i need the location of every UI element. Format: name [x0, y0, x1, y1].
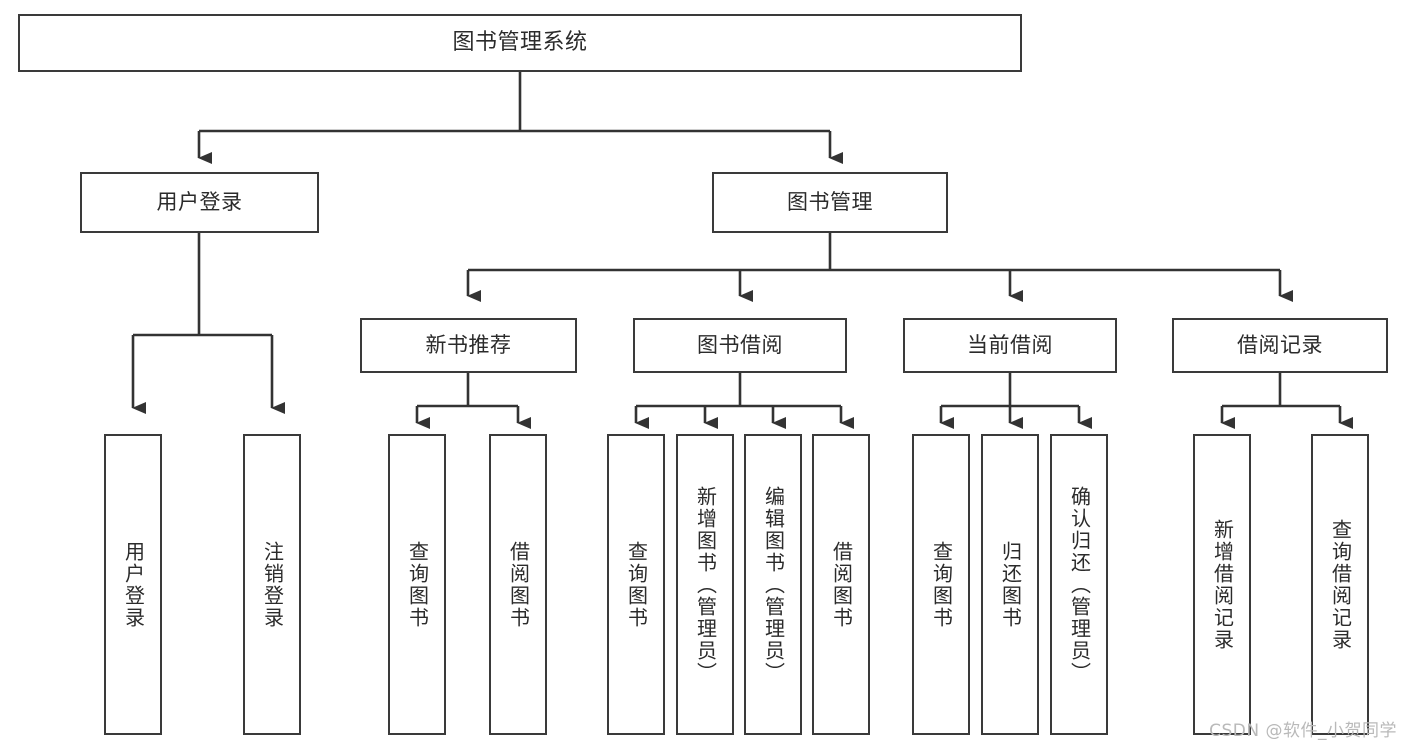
leaf-records-add-record[interactable]: 新增借阅记录 [1193, 434, 1251, 735]
node-label: 查询图书 [624, 540, 649, 629]
node-user-login[interactable]: 用户登录 [80, 172, 319, 233]
node-label: 归还图书 [998, 540, 1023, 629]
node-label: 图书管理 [787, 190, 873, 215]
leaf-user-login[interactable]: 用户登录 [104, 434, 162, 735]
leaf-records-query-record[interactable]: 查询借阅记录 [1311, 434, 1369, 735]
node-label: 注销登录 [260, 540, 285, 629]
csdn-watermark: CSDN @软件_小贺同学 [1209, 721, 1397, 741]
node-label: 编辑图书（管理员） [761, 485, 786, 684]
node-current-borrow[interactable]: 当前借阅 [903, 318, 1117, 373]
node-root-book-management-system[interactable]: 图书管理系统 [18, 14, 1022, 72]
leaf-borrow-query-book[interactable]: 查询图书 [607, 434, 665, 735]
leaf-current-query-book[interactable]: 查询图书 [912, 434, 970, 735]
node-book-management[interactable]: 图书管理 [712, 172, 948, 233]
node-label: 图书管理系统 [452, 30, 588, 56]
leaf-borrow-add-book-admin[interactable]: 新增图书（管理员） [676, 434, 734, 735]
node-label: 查询图书 [405, 540, 430, 629]
leaf-recommend-borrow-book[interactable]: 借阅图书 [489, 434, 547, 735]
node-label: 当前借阅 [967, 333, 1053, 358]
leaf-user-logout[interactable]: 注销登录 [243, 434, 301, 735]
node-label: 借阅记录 [1237, 333, 1323, 358]
leaf-current-confirm-return-admin[interactable]: 确认归还（管理员） [1050, 434, 1108, 735]
node-label: 借阅图书 [829, 540, 854, 629]
node-label: 新增借阅记录 [1210, 518, 1235, 651]
node-label: 新增图书（管理员） [693, 485, 718, 684]
leaf-recommend-query-book[interactable]: 查询图书 [388, 434, 446, 735]
leaf-borrow-borrow-book[interactable]: 借阅图书 [812, 434, 870, 735]
leaf-borrow-edit-book-admin[interactable]: 编辑图书（管理员） [744, 434, 802, 735]
node-label: 查询借阅记录 [1328, 518, 1353, 651]
node-label: 借阅图书 [506, 540, 531, 629]
node-label: 用户登录 [121, 540, 146, 629]
node-label: 新书推荐 [425, 333, 512, 358]
node-label: 查询图书 [929, 540, 954, 629]
node-label: 确认归还（管理员） [1067, 485, 1092, 684]
node-label: 图书借阅 [697, 333, 783, 358]
node-new-book-recommend[interactable]: 新书推荐 [360, 318, 577, 373]
node-label: 用户登录 [156, 190, 243, 215]
node-borrow-records[interactable]: 借阅记录 [1172, 318, 1388, 373]
node-book-borrow[interactable]: 图书借阅 [633, 318, 847, 373]
leaf-current-return-book[interactable]: 归还图书 [981, 434, 1039, 735]
